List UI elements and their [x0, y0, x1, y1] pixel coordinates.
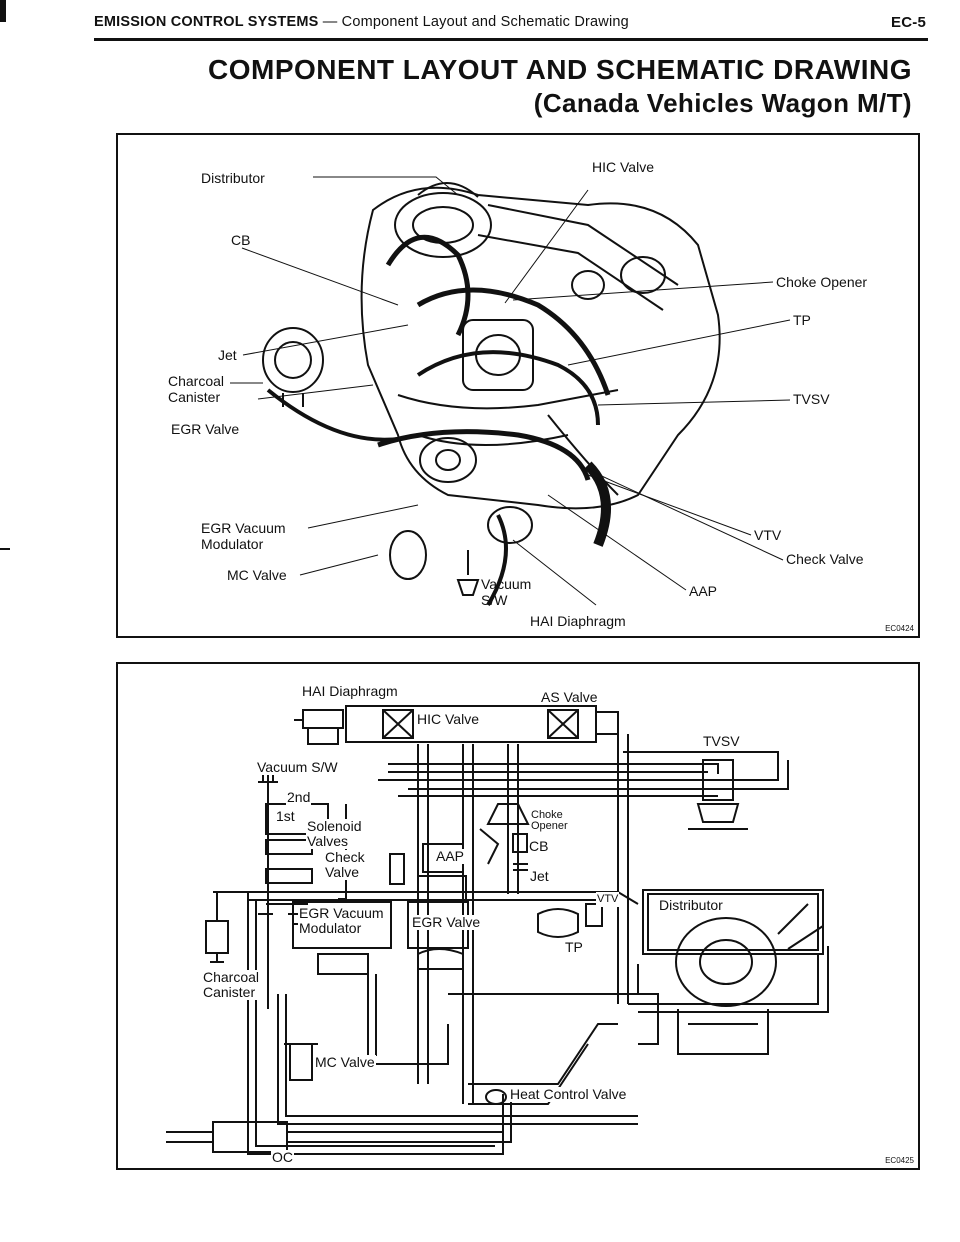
- schem-tvsv: TVSV: [702, 733, 741, 749]
- schem-heat-control-valve: Heat Control Valve: [509, 1086, 628, 1102]
- component-layout-figure: Distributor HIC Valve CB Choke Opener TP…: [116, 133, 920, 638]
- label-jet: Jet: [218, 347, 237, 363]
- schem-egr-vacuum-modulator: EGR Vacuum Modulator: [298, 905, 385, 936]
- label-tvsv: TVSV: [793, 391, 830, 407]
- figure-code-2: EC0425: [885, 1156, 914, 1165]
- schem-vtv: VTV: [596, 892, 620, 907]
- schematic-drawing: [166, 705, 829, 1155]
- page-edge-mark: [0, 0, 6, 22]
- schem-choke-opener: Choke Opener: [530, 809, 569, 832]
- label-aap: AAP: [689, 583, 718, 599]
- label-check-valve: Check Valve: [786, 551, 864, 567]
- label-tp: TP: [793, 312, 811, 328]
- page-number: EC-5: [891, 14, 926, 31]
- schem-cb: CB: [528, 838, 550, 854]
- schem-distributor: Distributor: [658, 897, 724, 913]
- schematic-figure: HAI Diaphragm AS Valve HIC Valve TVSV Va…: [116, 662, 920, 1170]
- label-choke-opener: Choke Opener: [776, 274, 868, 290]
- schem-mc-valve: MC Valve: [314, 1054, 376, 1070]
- label-vtv: VTV: [754, 527, 782, 543]
- page-subtitle: (Canada Vehicles Wagon M/T): [533, 88, 912, 118]
- schem-jet: Jet: [529, 868, 550, 884]
- label-hai-diaphragm: HAI Diaphragm: [530, 613, 626, 629]
- page-title: COMPONENT LAYOUT AND SCHEMATIC DRAWING: [208, 54, 912, 85]
- header-rule: [94, 38, 928, 41]
- label-egr-vacuum-modulator: EGR Vacuum Modulator: [201, 520, 286, 552]
- label-cb: CB: [231, 232, 251, 248]
- schem-2nd: 2nd: [286, 789, 312, 805]
- schem-tp: TP: [564, 939, 584, 955]
- schem-hic-valve: HIC Valve: [416, 711, 480, 727]
- header-subtitle: — Component Layout and Schematic Drawing: [318, 14, 629, 30]
- schem-vacuum-sw: Vacuum S/W: [256, 759, 339, 775]
- schem-aap: AAP: [435, 848, 466, 864]
- page-header: EMISSION CONTROL SYSTEMS — Component Lay…: [94, 14, 932, 36]
- schem-oc: OC: [271, 1149, 294, 1165]
- schem-solenoid-valves: Solenoid Valves: [306, 818, 363, 849]
- schem-as-valve: AS Valve: [540, 689, 599, 705]
- schem-1st: 1st: [275, 808, 296, 824]
- label-distributor: Distributor: [201, 170, 265, 186]
- page-edge-tick: [0, 548, 10, 550]
- header-section: EMISSION CONTROL SYSTEMS: [94, 14, 319, 30]
- schem-egr-valve: EGR Valve: [411, 914, 482, 930]
- label-mc-valve: MC Valve: [227, 567, 287, 583]
- label-egr-valve: EGR Valve: [171, 421, 240, 437]
- schem-charcoal-canister: Charcoal Canister: [202, 969, 261, 1000]
- label-charcoal-canister: Charcoal Canister: [168, 373, 225, 405]
- label-vacuum-sw: Vacuum S/W: [481, 576, 532, 608]
- label-hic-valve: HIC Valve: [592, 159, 654, 175]
- figure-code-1: EC0424: [885, 624, 914, 633]
- engine-illustration: [230, 176, 791, 607]
- schem-check-valve: Check Valve: [324, 849, 366, 880]
- schem-hai-diaphragm: HAI Diaphragm: [301, 683, 399, 699]
